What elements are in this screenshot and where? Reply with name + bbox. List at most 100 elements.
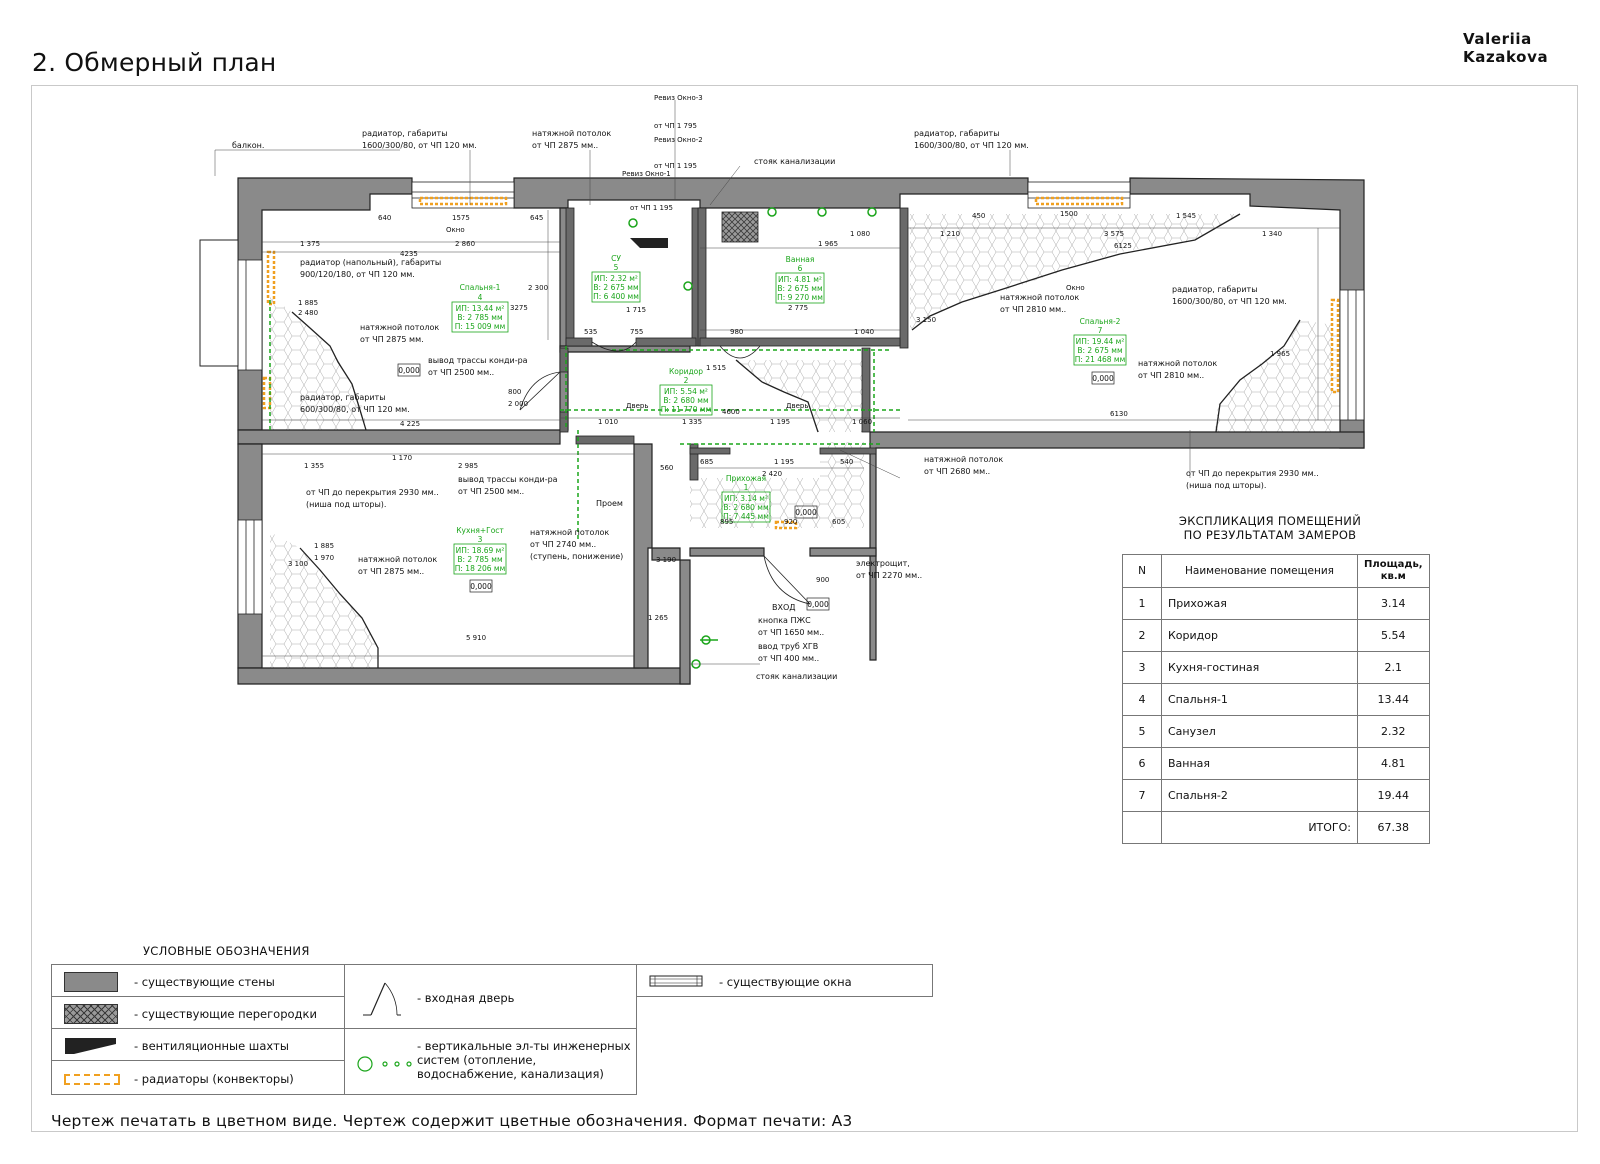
note-ceil1-b: от ЧП 2875 мм.. bbox=[532, 141, 598, 150]
level-entry: 0,000 bbox=[807, 600, 829, 609]
row-area: 4.81 bbox=[1357, 747, 1430, 780]
room-corridor-height: В: 2 680 мм bbox=[663, 396, 708, 405]
note-reviz3: Ревиз Окно-3 bbox=[654, 94, 703, 102]
row-name: Спальня-1 bbox=[1161, 683, 1358, 716]
note-hw-a: ввод труб ХГВ bbox=[758, 642, 818, 651]
note-ceil-k-c: (ступень, понижение) bbox=[530, 552, 623, 561]
dim-4600: 4600 bbox=[722, 408, 740, 416]
explication-col-area-line1: Площадь, bbox=[1364, 559, 1423, 570]
dim-1375: 1 375 bbox=[300, 240, 320, 248]
note-hw-b: от ЧП 400 мм.. bbox=[758, 654, 819, 663]
sketch-lines bbox=[291, 213, 1301, 668]
room-bedroom2-area: ИП: 19.44 м² bbox=[1076, 337, 1125, 346]
note-reviz1: Ревиз Окно-1 bbox=[622, 170, 671, 178]
dim-645: 645 bbox=[530, 214, 543, 222]
sheet-title: 2. Обмерный план bbox=[32, 48, 277, 77]
legend-row-walls: - существующие стены bbox=[51, 964, 345, 997]
row-n: 5 bbox=[1122, 715, 1162, 748]
dim-1515: 1 515 bbox=[706, 364, 726, 372]
dim-4225: 4 225 bbox=[400, 420, 420, 428]
dim-980: 980 bbox=[730, 328, 743, 336]
note-ac2-a: вывод трассы конди-ра bbox=[458, 475, 558, 484]
note-rad2-b: 1600/300/80, от ЧП 120 мм. bbox=[914, 141, 1029, 150]
note-rad1-a: радиатор, габариты bbox=[362, 129, 448, 138]
dim-1500: 1500 bbox=[1060, 210, 1078, 218]
dim-3275: 3275 bbox=[510, 304, 528, 312]
legend-partitions-label: - существующие перегородки bbox=[134, 1007, 317, 1021]
row-n: 2 bbox=[1122, 619, 1162, 652]
dim-1885b: 1 885 bbox=[314, 542, 334, 550]
note-ceil-k-b: от ЧП 2740 мм.. bbox=[530, 540, 596, 549]
annotations: балкон. радиатор, габариты 1600/300/80, … bbox=[232, 94, 1319, 681]
level-hall: 0,000 bbox=[795, 508, 817, 517]
dim-2000: 2 000 bbox=[508, 400, 528, 408]
drawing-frame bbox=[31, 85, 1578, 1132]
note-ceil-k-a: натяжной потолок bbox=[530, 528, 609, 537]
explication-table: N Наименование помещения Площадь, кв.м 1… bbox=[1122, 554, 1430, 844]
room-kitchen-height: В: 2 785 мм bbox=[457, 555, 502, 564]
room-corridor-area: ИП: 5.54 м² bbox=[664, 387, 708, 396]
note-stack-bot: стояк канализации bbox=[756, 672, 837, 681]
note-ac2-b: от ЧП 2500 мм.. bbox=[458, 487, 524, 496]
tile-area-kitchen bbox=[270, 532, 378, 668]
note-cornice1-a: от ЧП до перекрытия 2930 мм.. bbox=[306, 488, 439, 497]
level-kitchen: 0,000 bbox=[470, 582, 492, 591]
legend-title: УСЛОВНЫЕ ОБОЗНАЧЕНИЯ bbox=[143, 944, 310, 958]
dim-1170: 1 170 bbox=[392, 454, 412, 462]
row-name: Коридор bbox=[1161, 619, 1358, 652]
note-ceil1-a: натяжной потолок bbox=[532, 129, 611, 138]
row-name: Санузел bbox=[1161, 715, 1358, 748]
note-window-b1: Окно bbox=[446, 226, 465, 234]
note-rad3-a: радиатор, габариты bbox=[300, 393, 386, 402]
dim-560: 560 bbox=[660, 464, 673, 472]
room-kitchen-perimeter: П: 18 206 мм bbox=[455, 564, 506, 573]
room-bedroom1-area: ИП: 13.44 м² bbox=[456, 304, 505, 313]
explication-title: ЭКСПЛИКАЦИЯ ПОМЕЩЕНИЙ ПО РЕЗУЛЬТАТАМ ЗАМ… bbox=[1120, 514, 1420, 542]
note-ceil-hall-a: натяжной потолок bbox=[924, 455, 1003, 464]
note-ceil-b2-b: от ЧП 2810 мм.. bbox=[1000, 305, 1066, 314]
dim-1010: 1 010 bbox=[598, 418, 618, 426]
room-kitchen-name: Кухня+Гост bbox=[456, 526, 504, 535]
note-ceil-b2-a: натяжной потолок bbox=[1000, 293, 1079, 302]
dim-755: 755 bbox=[630, 328, 643, 336]
room-stamp-bedroom2: Спальня-2 7 ИП: 19.44 м² В: 2 675 мм П: … bbox=[1073, 317, 1127, 366]
balcony bbox=[199, 239, 239, 367]
dim-1080: 1 080 bbox=[850, 230, 870, 238]
wall-kitchen-right bbox=[633, 443, 691, 685]
row-n: 3 bbox=[1122, 651, 1162, 684]
room-bath-num: 6 bbox=[798, 264, 803, 273]
note-btn-a: кнопка ПЖС bbox=[758, 616, 811, 625]
note-window-b2: Окно bbox=[1066, 284, 1085, 292]
row-area: 5.54 bbox=[1357, 619, 1430, 652]
note-cornice2-b: (ниша под шторы). bbox=[1186, 481, 1266, 490]
room-bedroom2-name: Спальня-2 bbox=[1080, 317, 1121, 326]
tile-area-bedroom2-right bbox=[1215, 320, 1340, 432]
note-ceil-k2-b: от ЧП 2875 мм.. bbox=[358, 567, 424, 576]
row-n: 1 bbox=[1122, 587, 1162, 620]
dim-6125: 6125 bbox=[1114, 242, 1132, 250]
row-name: Кухня-гостиная bbox=[1161, 651, 1358, 684]
note-rad3-b: 600/300/80, от ЧП 120 мм. bbox=[300, 405, 410, 414]
legend-partitions-swatch bbox=[64, 1004, 118, 1024]
partitions bbox=[559, 207, 909, 481]
total-value: 67.38 bbox=[1357, 811, 1430, 844]
dim-800: 800 bbox=[508, 388, 521, 396]
dim-3190: 3 190 bbox=[656, 556, 676, 564]
footer-print-note: Чертеж печатать в цветном виде. Чертеж с… bbox=[51, 1112, 853, 1130]
legend-risers-label: - вертикальные эл-ты инженерных систем (… bbox=[417, 1039, 631, 1081]
room-stamp-hall: Прихожая 1 ИП: 3.14 м² В: 2 680 мм П: 7 … bbox=[721, 474, 771, 523]
dim-2775: 2 775 bbox=[788, 304, 808, 312]
room-corridor-name: Коридор bbox=[669, 367, 703, 376]
dim-1335: 1 335 bbox=[682, 418, 702, 426]
windows bbox=[237, 181, 1365, 615]
row-area: 19.44 bbox=[1357, 779, 1430, 812]
wall-corridor-top bbox=[559, 345, 691, 353]
row-name: Спальня-2 bbox=[1161, 779, 1358, 812]
explication-header-row: N Наименование помещения Площадь, кв.м bbox=[1122, 554, 1430, 588]
legend-door-label: - входная дверь bbox=[417, 991, 515, 1005]
row-area: 3.14 bbox=[1357, 587, 1430, 620]
dim-1195: 1 195 bbox=[770, 418, 790, 426]
note-ceil-k2-a: натяжной потолок bbox=[358, 555, 437, 564]
